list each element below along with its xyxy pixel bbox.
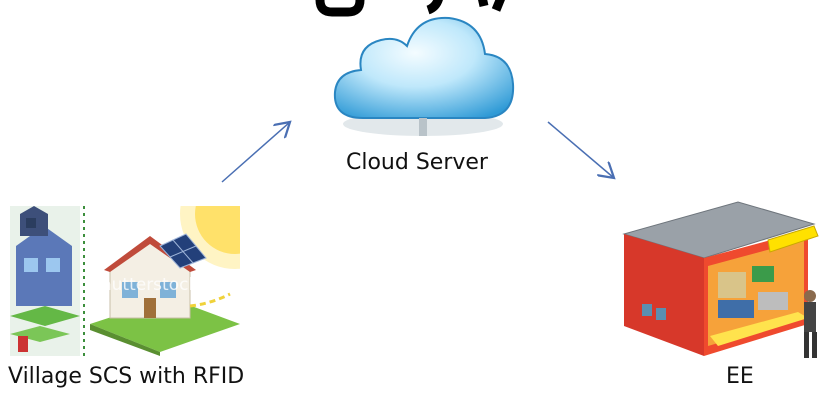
village-scs-label: Village SCS with RFID <box>8 364 245 389</box>
ee-label: EE <box>726 364 754 389</box>
village-scs-node: shutterstock <box>10 159 290 356</box>
slide-title-fragment <box>300 0 530 31</box>
arrow-village-to-cloud <box>221 122 290 183</box>
shipping-container-shop-image <box>622 201 819 358</box>
cloud-icon <box>333 16 515 136</box>
cloud-server-node <box>325 6 520 146</box>
solar-house-image: shutterstock <box>10 159 290 356</box>
watermark-text: shutterstock <box>92 275 198 295</box>
ee-node <box>618 196 830 364</box>
arrow-cloud-to-ee <box>547 121 614 178</box>
cloud-server-label: Cloud Server <box>346 150 488 175</box>
